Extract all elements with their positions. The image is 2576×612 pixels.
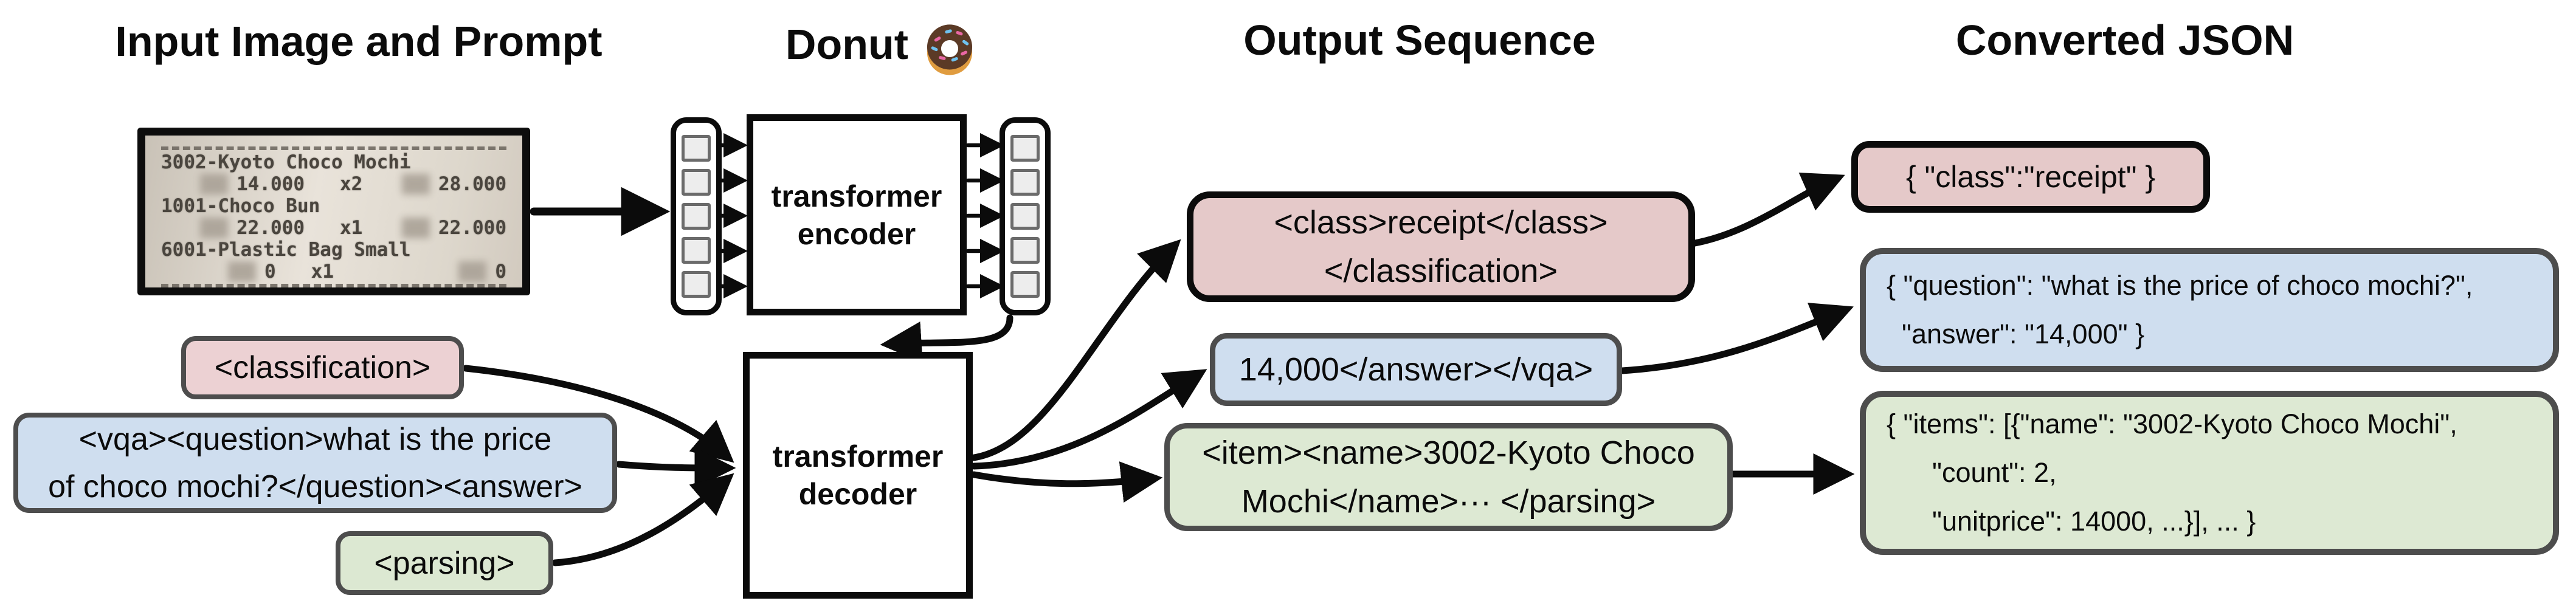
arrow-parsing-to-decoder	[551, 473, 734, 566]
arrow-class-output-to-json	[1691, 173, 1845, 247]
feature-token-square	[1010, 203, 1040, 230]
receipt-image: 3002-Kyoto Choco Mochi 14.000 x2 28.000 …	[137, 128, 530, 295]
receipt-text: 1001-Choco Bun	[161, 195, 320, 217]
arrow-decoder-to-parsing-output	[970, 461, 1163, 503]
json-classification: { "class":"receipt" }	[1851, 141, 2210, 213]
output-classification: <class>receipt</class> </classification>	[1187, 191, 1695, 302]
receipt-item-price-row: 22.000 x1 22.000	[161, 217, 506, 239]
receipt-text: 22.000	[438, 217, 506, 239]
header-donut-label: Donut	[785, 21, 909, 68]
arrow-encoder-to-decoder	[880, 314, 1013, 363]
receipt-text: 0	[495, 261, 506, 283]
redaction-blur	[200, 218, 228, 238]
transformer-decoder-block: transformer decoder	[743, 352, 973, 599]
receipt-item-price-row: 0 x1 0	[161, 261, 506, 283]
header-converted-json: Converted JSON	[1955, 16, 2295, 64]
arrow-vqa-output-to-json	[1618, 303, 1854, 374]
receipt-text: 28.000	[438, 173, 506, 195]
feature-token-square	[1010, 237, 1040, 264]
receipt-divider	[161, 146, 506, 150]
receipt-text: x2	[339, 173, 363, 195]
json-vqa: { "question": "what is the price of choc…	[1860, 248, 2559, 372]
receipt-item-price-row: 14.000 x2 28.000	[161, 173, 506, 195]
transformer-encoder-block: transformer encoder	[747, 114, 967, 315]
patch-token-square	[682, 271, 711, 298]
arrow-vqa-to-decoder	[615, 447, 736, 489]
patch-token-square	[682, 237, 711, 264]
receipt-text: x1	[339, 217, 363, 239]
prompt-vqa: <vqa><question>what is the price of choc…	[13, 413, 617, 513]
redaction-blur	[402, 174, 430, 194]
feature-token-square	[1010, 271, 1040, 298]
prompt-parsing: <parsing>	[336, 531, 553, 595]
output-vqa: 14,000</answer></vqa>	[1210, 333, 1622, 406]
patch-token-square	[682, 135, 711, 162]
json-parsing: { "items": [{"name": "3002-Kyoto Choco M…	[1860, 391, 2559, 555]
donut-icon	[927, 24, 973, 75]
arrow-decoder-to-class-output	[970, 239, 1181, 461]
redaction-blur	[200, 174, 228, 194]
receipt-text: 0	[264, 261, 276, 283]
receipt-text: x1	[311, 261, 334, 283]
receipt-item-name: 6001-Plastic Bag Small	[161, 239, 506, 261]
header-donut: Donut	[742, 12, 1021, 77]
receipt-item-name: 1001-Choco Bun	[161, 195, 506, 217]
prompt-classification: <classification>	[181, 336, 464, 399]
receipt-divider	[161, 284, 506, 287]
redaction-blur	[228, 261, 256, 282]
arrows-encoder-to-tokens	[965, 132, 1005, 299]
arrow-classification-to-decoder	[462, 365, 734, 463]
feature-token-square	[1010, 135, 1040, 162]
header-input-image-and-prompt: Input Image and Prompt	[115, 18, 603, 65]
receipt-text: 3002-Kyoto Choco Mochi	[161, 151, 411, 173]
receipt-item-name: 3002-Kyoto Choco Mochi	[161, 151, 506, 173]
patch-token-square	[682, 203, 711, 230]
receipt-text: 22.000	[237, 217, 305, 239]
arrow-decoder-to-vqa-output	[970, 369, 1207, 470]
redaction-blur	[402, 218, 430, 238]
receipt-text: 14.000	[237, 173, 305, 195]
feature-token-square	[1010, 169, 1040, 196]
receipt-text: 6001-Plastic Bag Small	[161, 239, 411, 261]
output-parsing: <item><name>3002-Kyoto Choco Mochi</name…	[1164, 423, 1733, 531]
encoded-feature-tokens	[1000, 117, 1051, 315]
redaction-blur	[458, 261, 487, 282]
header-output-sequence: Output Sequence	[1243, 16, 1596, 64]
input-patch-tokens	[671, 117, 722, 315]
patch-token-square	[682, 169, 711, 196]
